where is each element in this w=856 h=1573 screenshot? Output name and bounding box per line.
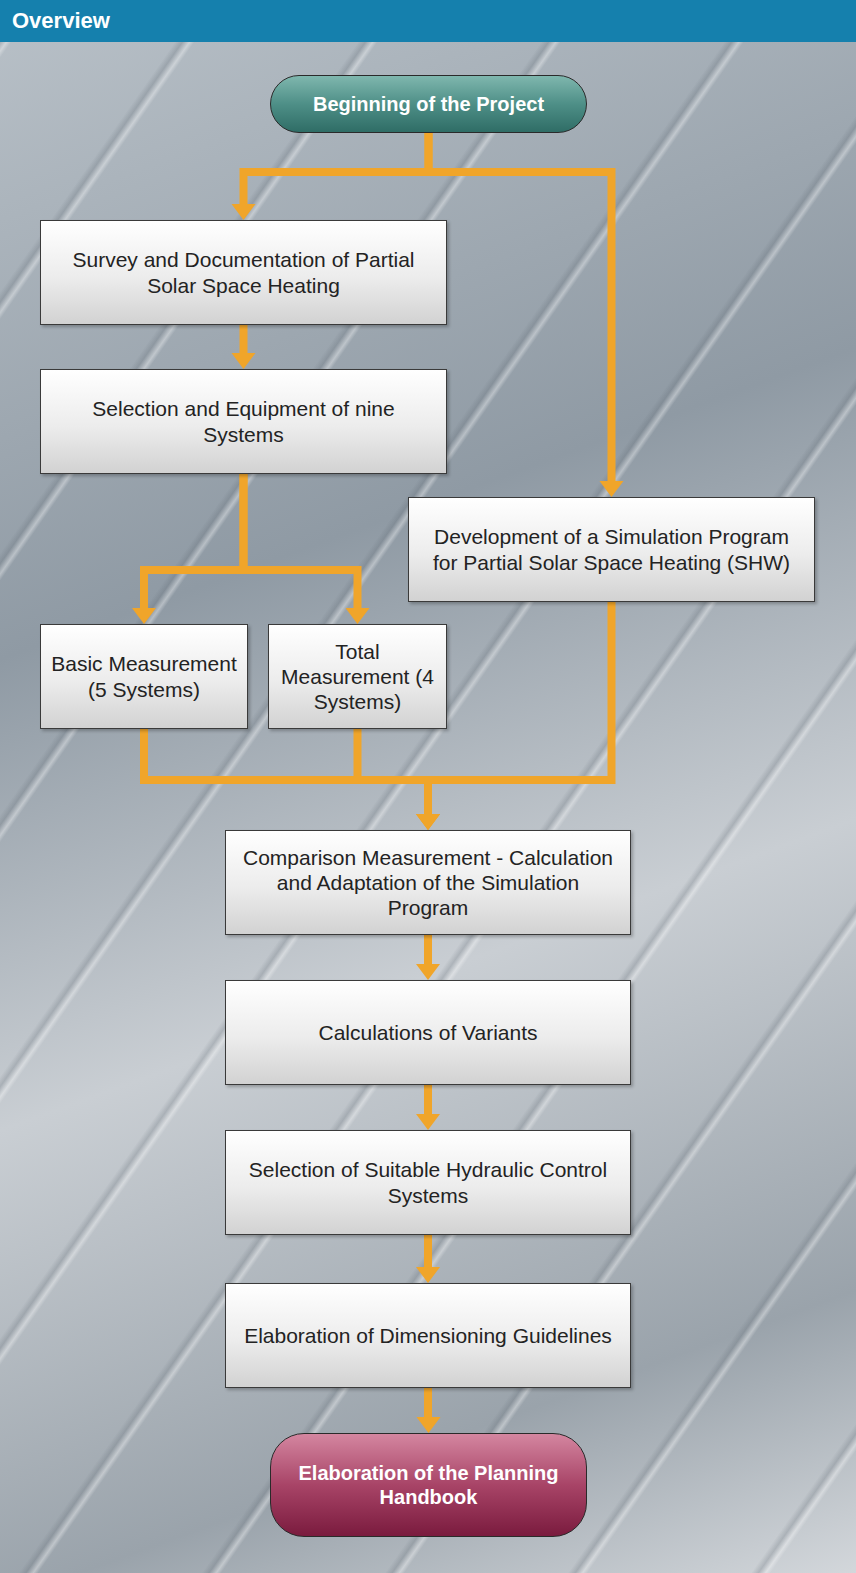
process-box: Development of a Simulation Program for … [408, 497, 815, 602]
header-bar [0, 0, 856, 42]
flow-connector [144, 729, 440, 830]
node-label: Comparison Measurement - Calculation and… [236, 845, 620, 921]
flow-connector [417, 1388, 441, 1433]
flow-connector [132, 474, 244, 624]
text-stack: Survey and Documentation of Partial Sola… [51, 247, 436, 297]
flow-connector [416, 1235, 440, 1283]
text-stack: Calculations of Variants [318, 1020, 537, 1045]
node-label: Basic Measurement (5 Systems) [51, 651, 237, 701]
text-stack: Elaboration of the Planning Handbook [289, 1461, 568, 1509]
node-label: Total Measurement (4 Systems) [279, 639, 436, 715]
flow-connector [416, 935, 440, 980]
node-label: Elaboration of Dimensioning Guidelines [244, 1323, 612, 1348]
page-title: Overview [12, 8, 110, 34]
process-box: Selection of Suitable Hydraulic Control … [225, 1130, 631, 1235]
text-stack: Selection and Equipment of nine Systems [51, 396, 436, 446]
text-stack: Beginning of the Project [313, 92, 544, 116]
process-box: Basic Measurement (5 Systems) [40, 624, 248, 729]
node-label: Development of a Simulation Program for … [419, 524, 804, 574]
flow-connector [416, 1085, 440, 1130]
process-box: Elaboration of Dimensioning Guidelines [225, 1283, 631, 1388]
node-label: Beginning of the Project [313, 92, 544, 116]
process-box: Comparison Measurement - Calculation and… [225, 830, 631, 935]
process-box: Total Measurement (4 Systems) [268, 624, 447, 729]
text-stack: Selection of Suitable Hydraulic Control … [236, 1157, 620, 1207]
node-label: Selection and Equipment of nine Systems [51, 396, 436, 446]
process-box: Selection and Equipment of nine Systems [40, 369, 447, 474]
text-stack: Basic Measurement (5 Systems) [51, 651, 237, 701]
flow-connector [244, 474, 370, 624]
process-box: Calculations of Variants [225, 980, 631, 1085]
flow-connector [232, 325, 256, 369]
node-label: Survey and Documentation of Partial Sola… [51, 247, 436, 297]
flow-connector [232, 133, 429, 220]
start-terminal: Beginning of the Project [270, 75, 587, 133]
text-stack: Comparison Measurement - Calculation and… [236, 845, 620, 921]
node-label: Selection of Suitable Hydraulic Control … [236, 1157, 620, 1207]
text-stack: Elaboration of Dimensioning Guidelines [244, 1323, 612, 1348]
text-stack: Development of a Simulation Program for … [419, 524, 804, 574]
flow-connector [429, 133, 624, 497]
text-stack: Total Measurement (4 Systems) [279, 639, 436, 715]
node-label: Elaboration of the Planning Handbook [289, 1461, 568, 1509]
node-label: Calculations of Variants [318, 1020, 537, 1045]
process-box: Survey and Documentation of Partial Sola… [40, 220, 447, 325]
end-terminal: Elaboration of the Planning Handbook [270, 1433, 587, 1537]
